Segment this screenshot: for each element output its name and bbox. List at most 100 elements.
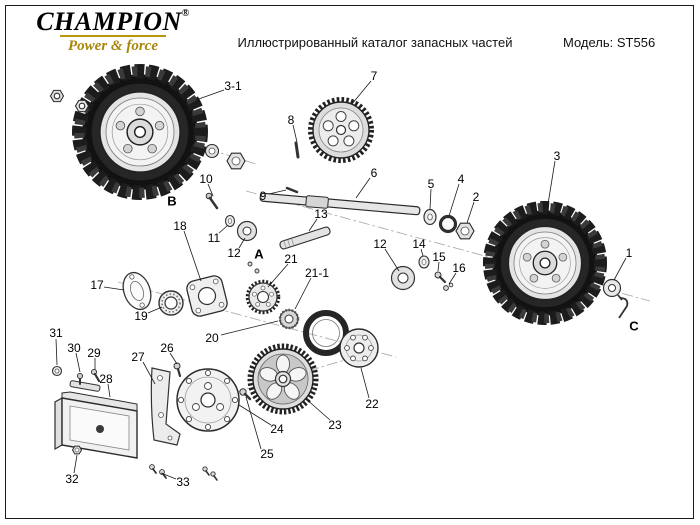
set-screws: [247, 261, 260, 274]
callout-33: 33: [176, 475, 190, 489]
hex-bolt-32: [71, 445, 83, 455]
wheel-hub-left: [236, 220, 258, 242]
leader-line-26: [169, 352, 178, 365]
screws-33: [149, 464, 218, 481]
leader-line-7: [351, 80, 372, 105]
leader-line-30: [75, 352, 81, 373]
callout-21-1: 21-1: [305, 266, 329, 280]
leader-line-5: [429, 188, 432, 210]
callout-10: 10: [199, 172, 213, 186]
klik-pin: [285, 186, 299, 194]
leader-line-24: [238, 404, 272, 426]
callout-24: 24: [270, 422, 284, 436]
callout-23: 23: [328, 418, 342, 432]
leader-line-28: [107, 383, 111, 398]
callout-A: A: [254, 247, 264, 262]
callout-13: 13: [314, 207, 328, 221]
flange-gasket: [122, 271, 152, 311]
leader-line-8: [292, 124, 298, 143]
hub-hardware-right: [418, 255, 454, 291]
callout-14: 14: [412, 237, 426, 251]
leader-line-4: [448, 183, 460, 217]
brand-tagline: Power & force: [60, 35, 166, 55]
drive-gear: [308, 97, 374, 163]
callout-15: 15: [432, 250, 446, 264]
frame-hardware-left: [51, 365, 101, 385]
champion-logo: CHAMPION® Power & force: [28, 9, 198, 55]
callout-17: 17: [90, 278, 104, 292]
callout-22: 22: [365, 397, 379, 411]
axle-shaft: [259, 192, 421, 216]
callout-1: 1: [626, 246, 633, 260]
leader-line-12: [238, 237, 246, 249]
right-wheel: [481, 199, 609, 327]
callout-21: 21: [284, 252, 298, 266]
bearing-flange: [186, 275, 228, 317]
brand-name: CHAMPION®: [28, 9, 198, 35]
leader-line-11: [218, 225, 228, 234]
model-label: Модель: ST556: [563, 35, 656, 50]
leader-line-33: [160, 472, 177, 480]
callout-11: 11: [208, 231, 221, 245]
callout-25: 25: [260, 447, 274, 461]
callout-28: 28: [99, 372, 113, 386]
callout-3: 3: [554, 149, 561, 163]
driven-gear: [245, 279, 281, 315]
spline-hub: [278, 308, 300, 330]
leader-line-3-1: [195, 89, 225, 101]
leader-line-23: [304, 397, 331, 421]
leader-line-21: [267, 263, 289, 288]
leader-line-31: [55, 338, 58, 366]
ball-bearing: [158, 290, 184, 316]
leader-line-20: [220, 320, 279, 336]
callout-7: 7: [371, 69, 378, 83]
hub-disc: [339, 328, 379, 368]
callout-6: 6: [371, 166, 378, 180]
catalog-title: Иллюстрированный каталог запасных частей: [237, 35, 513, 50]
callout-4: 4: [458, 172, 465, 186]
friction-pulley: [247, 343, 319, 415]
callout-12: 12: [373, 237, 387, 251]
cotter-pin: [617, 294, 629, 319]
leader-line-32: [73, 454, 78, 474]
leader-line-17: [103, 286, 125, 291]
leader-line-22: [360, 367, 370, 399]
leader-line-27: [142, 361, 156, 385]
leader-line-3: [547, 160, 556, 205]
callout-16: 16: [452, 261, 466, 275]
brand-text: CHAMPION: [36, 7, 182, 36]
callout-27: 27: [131, 350, 145, 364]
hub-cap: [602, 278, 622, 298]
callout-26: 26: [160, 341, 174, 355]
roll-pin: [294, 141, 300, 159]
leader-line-16: [448, 272, 457, 285]
intermediate-shaft: [279, 226, 331, 250]
friction-ring: [303, 310, 349, 356]
leader-line-12: [384, 248, 400, 272]
leader-line-14: [420, 248, 424, 257]
bearing-plate: [176, 368, 240, 432]
leader-line-15: [437, 261, 440, 272]
callout-8: 8: [288, 113, 295, 127]
wheel-hub-hardware: [204, 143, 246, 170]
callout-B: B: [167, 194, 176, 209]
callout-29: 29: [87, 346, 101, 360]
leader-line-10: [207, 183, 214, 197]
shoulder-bolt: [205, 192, 219, 210]
bolt-26: [173, 362, 182, 378]
callout-C: C: [629, 319, 639, 334]
callout-9: 9: [260, 189, 267, 203]
leader-line-18: [183, 230, 202, 282]
callout-5: 5: [428, 177, 435, 191]
callout-3-1: 3-1: [224, 79, 242, 93]
support-bracket: [150, 367, 181, 446]
flat-washer-left: [224, 214, 236, 228]
callout-12: 12: [227, 246, 241, 260]
registered-mark: ®: [181, 8, 190, 19]
leader-line-6: [355, 177, 371, 199]
callout-20: 20: [205, 331, 219, 345]
leader-line-9: [268, 189, 287, 195]
callout-18: 18: [173, 219, 187, 233]
